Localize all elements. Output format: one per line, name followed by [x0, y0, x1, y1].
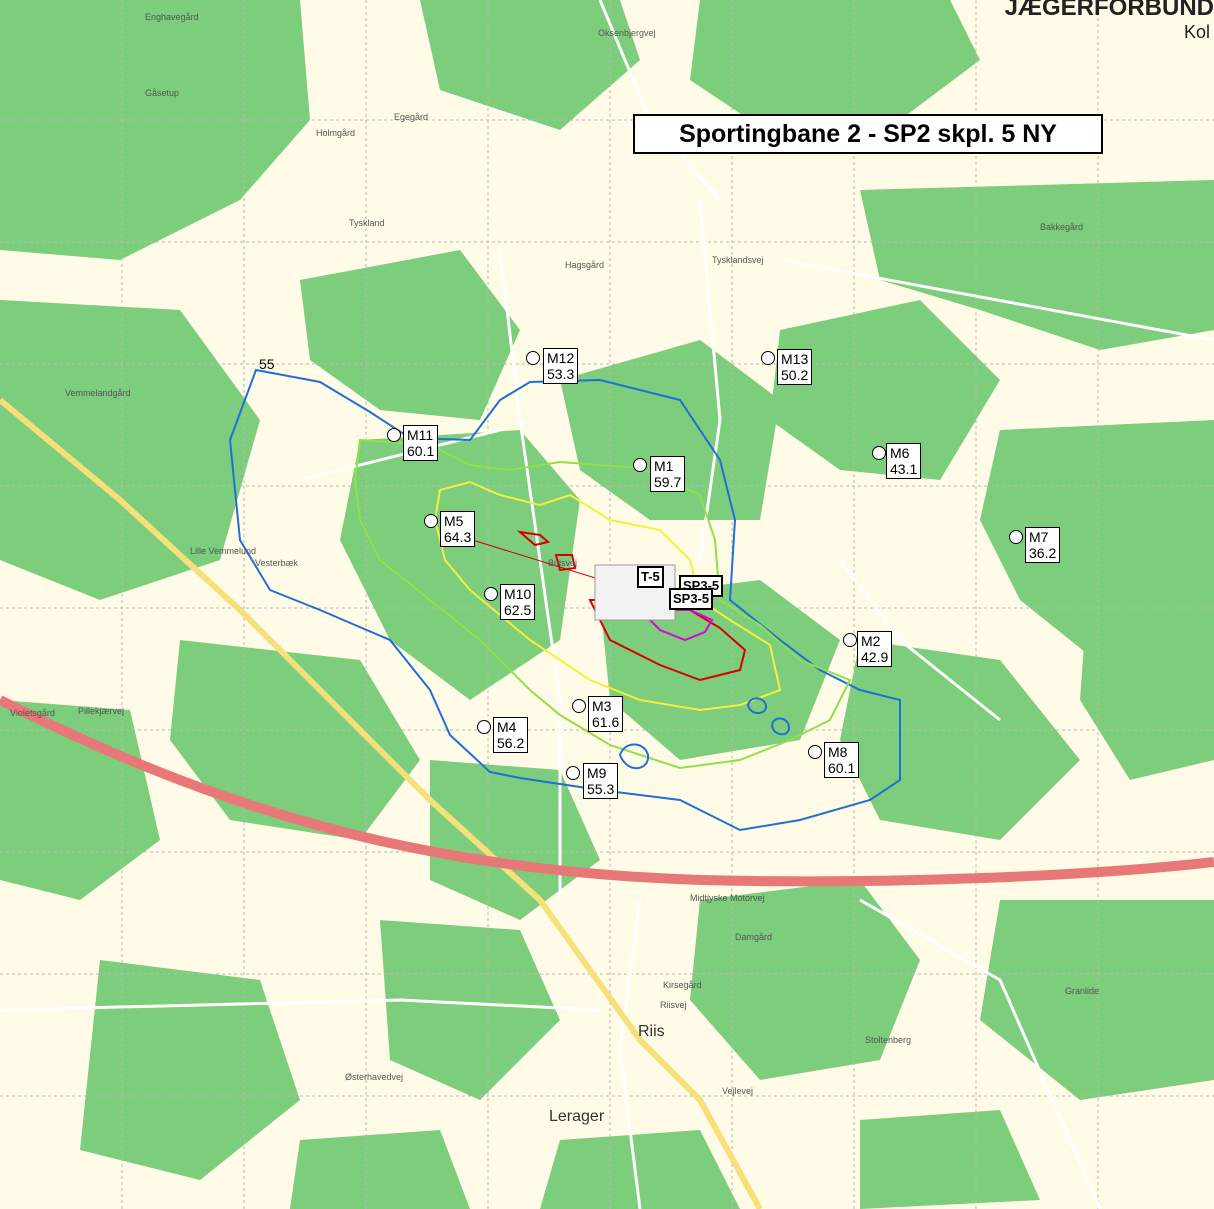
point-value: 60.1 [407, 443, 435, 459]
measurement-point-M8[interactable]: M8 60.1 [824, 742, 860, 778]
measurement-point-marker[interactable] [572, 699, 586, 713]
place-label: Tysklandsvej [712, 255, 764, 265]
contour-value-label: 55 [259, 356, 275, 372]
point-value: 50.2 [781, 367, 809, 383]
point-id: M6 [890, 445, 910, 461]
place-label: Gåsetup [145, 88, 180, 98]
point-value: 42.9 [861, 649, 889, 665]
place-label: Vejlevej [722, 1086, 754, 1096]
measurement-point-M3[interactable]: M3 61.6 [588, 696, 624, 732]
measurement-point-M4[interactable]: M4 56.2 [493, 717, 529, 753]
point-id: M3 [592, 698, 612, 714]
place-label: Hagsgård [565, 260, 605, 270]
measurement-point-M5[interactable]: M5 64.3 [440, 511, 476, 547]
measurement-point-M10[interactable]: M10 62.5 [500, 584, 536, 620]
point-value: 55.3 [587, 781, 615, 797]
contour-65 [433, 480, 782, 712]
map-title: Sportingbane 2 - SP2 skpl. 5 NY [633, 114, 1103, 154]
place-label: Bulsvej [548, 558, 578, 568]
town-label-riis: Riis [638, 1023, 665, 1040]
point-value: 43.1 [890, 461, 918, 477]
town-label-lerager: Lerager [549, 1108, 605, 1125]
point-value: 62.5 [504, 602, 532, 618]
place-label: Damgård [735, 932, 773, 942]
measurement-point-marker[interactable] [808, 745, 822, 759]
contour-55-islands [618, 697, 790, 770]
contour-60 [353, 438, 852, 770]
measurement-point-marker[interactable] [424, 514, 438, 528]
measurement-point-marker[interactable] [872, 446, 886, 460]
measurement-point-M11[interactable]: M11 60.1 [403, 425, 439, 461]
measurement-point-M12[interactable]: M12 53.3 [543, 348, 579, 384]
point-id: M7 [1029, 529, 1049, 545]
secondary-road [0, 397, 763, 1209]
contour-75 [637, 609, 714, 642]
place-label: Violetsgård [10, 708, 55, 718]
corner-org-name: JÆGERFORBUND [1004, 0, 1214, 21]
point-id: M1 [654, 458, 674, 474]
measurement-point-M1[interactable]: M1 59.7 [650, 456, 686, 492]
point-id: M9 [587, 765, 607, 781]
place-label: Tyskland [349, 218, 385, 228]
place-label: Egegård [394, 112, 429, 122]
point-value: 64.3 [444, 529, 472, 545]
place-label: Vemmelandgård [65, 388, 131, 398]
point-value: 56.2 [497, 735, 525, 751]
place-label: Midtjyske Motorvej [690, 893, 765, 903]
point-id: M5 [444, 513, 464, 529]
point-value: 59.7 [654, 474, 682, 490]
place-label: Bakkegård [1040, 222, 1084, 232]
measurement-point-M6[interactable]: M6 43.1 [886, 443, 922, 479]
place-label: Holmgård [316, 128, 356, 138]
measurement-point-marker[interactable] [843, 633, 857, 647]
place-label: Riisvej [660, 1000, 687, 1010]
place-label: Østerhavedvej [345, 1072, 404, 1082]
measurement-point-marker[interactable] [633, 458, 647, 472]
point-id: M13 [781, 351, 809, 367]
measurement-point-marker[interactable] [761, 351, 775, 365]
point-id: M12 [547, 350, 575, 366]
point-id: M8 [828, 744, 848, 760]
measurement-point-M2[interactable]: M2 42.9 [857, 631, 893, 667]
point-id: M2 [861, 633, 881, 649]
measurement-point-marker[interactable] [1009, 530, 1023, 544]
point-value: 53.3 [547, 366, 575, 382]
measurement-point-marker[interactable] [526, 351, 540, 365]
measurement-point-marker[interactable] [387, 428, 401, 442]
point-value: 36.2 [1029, 545, 1057, 561]
place-label: Pillekjærvej [78, 706, 125, 716]
source-label-sp3-5-b[interactable]: SP3-5 [669, 588, 714, 610]
point-id: M11 [407, 427, 434, 443]
place-label: Vesterbæk [255, 558, 299, 568]
place-label: Granlide [1065, 986, 1100, 996]
point-id: M4 [497, 719, 517, 735]
place-label: Kirsegård [663, 980, 702, 990]
point-id: M10 [504, 586, 532, 602]
place-label: Oksenbjergvej [598, 28, 656, 38]
motorway [0, 695, 1214, 887]
measurement-point-M13[interactable]: M13 50.2 [777, 349, 813, 385]
measurement-point-marker[interactable] [477, 720, 491, 734]
corner-place-name: Kol [1183, 22, 1210, 42]
measurement-point-M7[interactable]: M7 36.2 [1025, 527, 1061, 563]
source-label-t5[interactable]: T-5 [637, 566, 664, 588]
place-label: Stoltenberg [865, 1035, 912, 1045]
measurement-point-marker[interactable] [484, 587, 498, 601]
measurement-point-marker[interactable] [566, 766, 580, 780]
point-value: 60.1 [828, 760, 856, 776]
place-label: Lille Vemmelund [190, 546, 257, 556]
place-label: Enghavegård [145, 12, 199, 22]
measurement-point-M9[interactable]: M9 55.3 [583, 763, 619, 799]
point-value: 61.6 [592, 714, 620, 730]
contour-70-islands [516, 530, 577, 572]
contour-55 [228, 368, 901, 832]
